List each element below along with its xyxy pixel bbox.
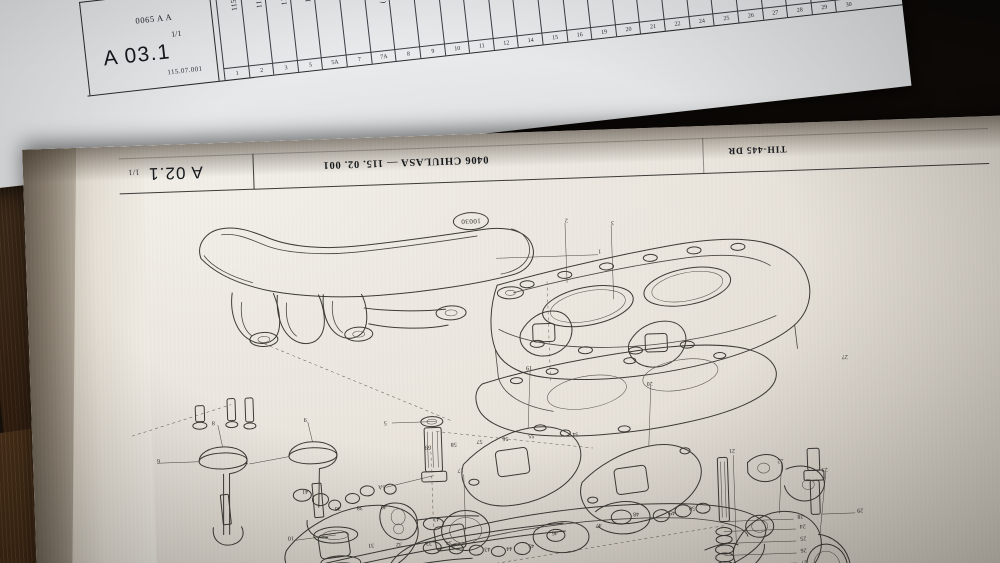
drawing-callout-number: 20 [646, 379, 653, 387]
part-position-number: 12 [503, 40, 510, 47]
part-position-number: 16 [576, 32, 584, 39]
drawing-callout-number: 55 [528, 432, 535, 439]
drawing-callout-number: 26 [800, 546, 807, 553]
part-position-number: 11 [478, 43, 486, 50]
part-position-number: 28 [796, 7, 804, 14]
exhaust-manifold-flanges [284, 426, 702, 563]
exploded-assembly-drawing [132, 222, 856, 563]
part-position-number: 1 [235, 70, 240, 77]
drawing-callout-number: 25 [800, 534, 807, 541]
small-fasteners-top-left [192, 397, 257, 430]
drawing-callout-number: 32 [395, 540, 403, 547]
part-position-number: 21 [649, 23, 657, 31]
drawing-callout-number: 27 [800, 558, 808, 563]
valve-cover [386, 503, 767, 563]
drawing-callout-number: 46 [551, 529, 558, 536]
clamp-bracket [746, 454, 825, 502]
drawing-callout-number: 8 [211, 419, 215, 426]
drawing-callout-number: 5A [377, 483, 386, 490]
drawing-callout-number: 49 [669, 509, 676, 516]
drawing-callout-number: 22 [777, 457, 784, 464]
drawing-callout-number: 50 [688, 504, 696, 511]
drawing-callout-number: 38 [356, 504, 363, 511]
part-position-number: 20 [625, 26, 632, 34]
part-position-number: 24 [698, 18, 706, 25]
drawing-callout-number: 5 [383, 419, 387, 426]
part-position-number: 8 [406, 51, 411, 58]
drawing-callout-number: 24 [799, 522, 806, 529]
drawing-callout-number: 43 [484, 545, 491, 552]
drawing-callout-number: 41 [302, 487, 309, 495]
drawing-callout-number: 9 [303, 416, 307, 423]
drawing-callout-number: 17 [457, 466, 464, 473]
part-position-number: 29 [821, 4, 828, 12]
drawing-callout-number: 47 [595, 521, 602, 528]
drawing-callout-number: 29 [857, 506, 864, 513]
upper-frame-left [78, 1, 91, 96]
drawing-callout-number: 7 [245, 458, 249, 465]
part-position-number: 22 [674, 21, 681, 28]
upper-section-code: A 03.1 [102, 40, 172, 71]
alignment-axes [132, 281, 726, 563]
part-position-number: 5 [308, 62, 313, 69]
drawing-callout-number: 34 [445, 539, 453, 546]
part-position-number: 7A [380, 53, 389, 61]
part-code: 115.02.020 [226, 0, 239, 11]
part-position-number: 27 [772, 10, 779, 17]
upper-frame-rule-title [78, 0, 209, 3]
part-code: (115.02.091 FD) [372, 0, 387, 4]
drawing-callout-number: 57 [476, 437, 483, 445]
upper-section-subcode: 115.07.001 [166, 64, 203, 77]
part-position-number: 15 [551, 34, 559, 42]
drawing-callout-number: 44 [506, 544, 513, 552]
drawing-callout-number: 3 [610, 219, 615, 226]
part-position-number: 9 [431, 48, 435, 55]
drawing-callout-number: 42 [433, 515, 440, 522]
drawing-callout-number: 36 [334, 504, 341, 512]
drawing-callout-number: 21 [728, 447, 736, 454]
part-position-number: 3 [284, 65, 289, 72]
part-position-number: 2 [259, 67, 264, 75]
leader-lines [157, 222, 856, 563]
valve-assembly-left [198, 441, 362, 563]
drawing-callout-number: 31 [368, 541, 375, 548]
part-position-number: 14 [527, 37, 535, 45]
upper-page-number: 1/1 [170, 28, 182, 39]
part-position-number: 7 [357, 56, 362, 64]
part-position-number: 26 [747, 12, 755, 20]
cylinder-head-body [490, 238, 811, 412]
upper-assembly-code: 0065 A A [134, 11, 173, 26]
part-position-number: 10 [454, 45, 461, 53]
part-position-number: 25 [723, 15, 730, 23]
drawing-callout-number: 10 [287, 534, 294, 541]
drawing-callout-number: 19 [525, 364, 533, 371]
part-code: 115.02.102 [251, 0, 264, 9]
drawing-callout-number: 1 [597, 247, 602, 254]
part-position-number: 19 [600, 29, 608, 36]
drawing-callout-number: 2 [564, 216, 568, 223]
part-position-number: 30 [845, 1, 853, 9]
drawing-callout-number: 40 [380, 503, 387, 510]
rocker-shaft-assembly [187, 501, 711, 563]
drawing-callout-number: 54 [572, 430, 579, 437]
part-code: 115.02.110 [275, 0, 288, 6]
intake-manifold-part [199, 227, 534, 347]
part-code: 115.02.011 [300, 0, 313, 3]
head-gasket-face [475, 344, 777, 437]
drawing-callout-number: 23 [821, 465, 828, 473]
drawing-callout-number: 56 [502, 434, 509, 442]
part-position-number: 5A [331, 59, 340, 67]
upper-parts-table: 115.02.020 1 115.02.102 2 115.02.110 3 115.02.… [214, 0, 862, 81]
drawing-callout-number: 45 [528, 542, 535, 549]
drawing-callout-number: 6 [156, 457, 161, 464]
drawing-callout-number: 48 [633, 510, 640, 517]
drawing-callout-number: 28 [797, 512, 804, 519]
drawing-callout-number: 33 [425, 539, 433, 546]
stud-bolt-column [714, 447, 825, 563]
catalogue-page-lower: A 02.1 1/1 0406 CHIULASA — 115. 02. 001 … [22, 114, 1000, 563]
drawing-callout-number: 58 [450, 440, 457, 447]
drawing-callout-number: 59 [424, 443, 431, 450]
